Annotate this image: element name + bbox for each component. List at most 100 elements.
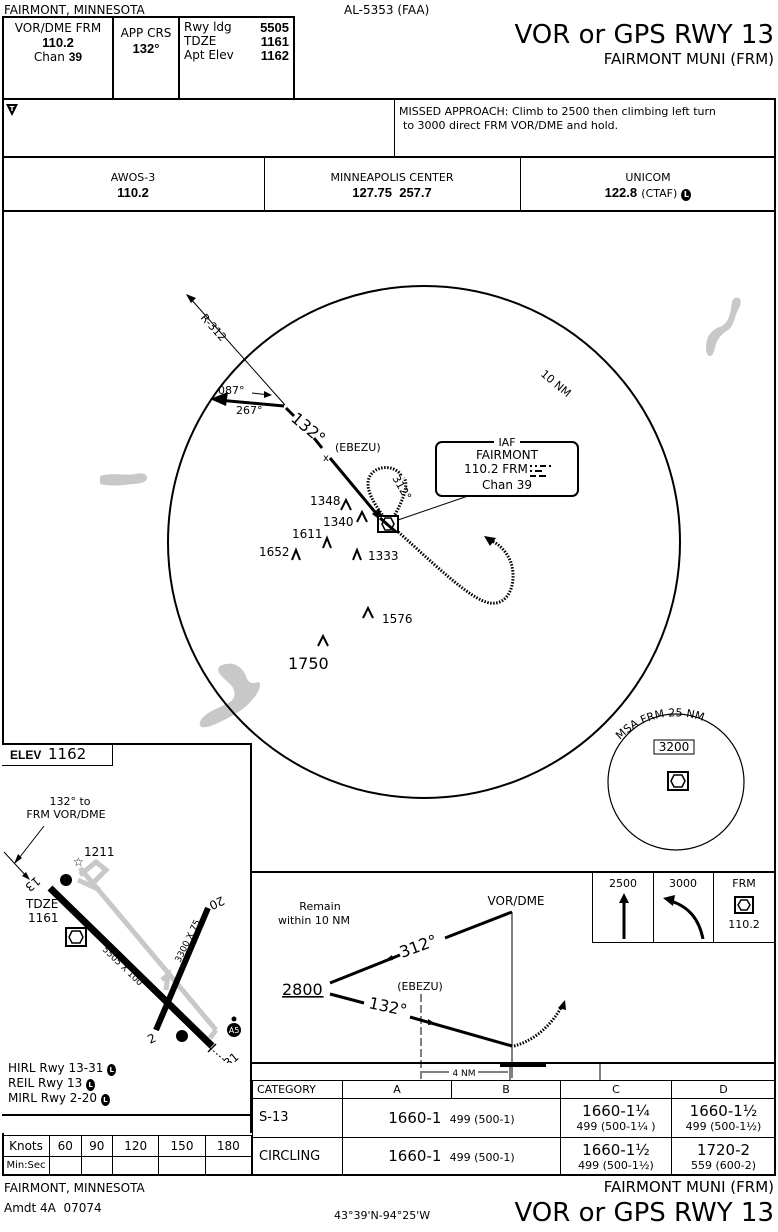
min-c-main: 1660-1¼ (582, 1102, 650, 1121)
min-d-cell: 1660-1½ 499 (500-1½) (671, 1098, 776, 1138)
time-cell (80, 1155, 114, 1176)
tdze-label: TDZE (184, 34, 217, 48)
elev-value: 1162 (48, 745, 87, 763)
obstacle-elev: 1652 (259, 545, 290, 559)
min-d-main: 1660-1½ (689, 1102, 758, 1121)
airport-vor-icon (65, 927, 87, 947)
footer-amendment: Amdt 4A 07074 (4, 1201, 102, 1215)
page-title: VOR or GPS RWY 13 (514, 20, 774, 50)
lighting-hirl: HIRL Rwy 13-31 L (8, 1062, 117, 1076)
pilot-controlled-lighting-icon: L (100, 1094, 110, 1106)
knots-label: Knots (2, 1135, 50, 1157)
course-note-2: FRM VOR/DME (26, 808, 105, 821)
remain-label-1: Remain (299, 900, 340, 913)
lighting-reil: REIL Rwy 13 L (8, 1077, 96, 1091)
hold-fix-freq: 110.2 (728, 918, 760, 931)
min-header-b: B (451, 1079, 561, 1100)
runway-profile (500, 1062, 546, 1067)
climb-altitude: 2500 (609, 877, 637, 890)
msa-circle (607, 713, 745, 851)
speed-120: 120 (112, 1135, 160, 1157)
procedure-id: AL-5353 (FAA) (344, 3, 430, 17)
min-ab-sub: 499 (500-1) (449, 1112, 515, 1126)
navaid-chan: Chan 39 (4, 51, 112, 63)
time-cell (158, 1155, 206, 1176)
left-turn-arrow-icon (663, 895, 705, 939)
min-ab-main: 1660-1 (388, 1147, 442, 1166)
footer-location: FAIRMONT, MINNESOTA (4, 1181, 145, 1195)
hold-fix-cell: FRM 110.2 (713, 871, 775, 942)
pilot-controlled-lighting-icon: L (681, 189, 692, 201)
comm-unicom-name: UNICOM (625, 171, 671, 184)
vor-dme-icon (377, 515, 399, 534)
outbound-course: 312° (397, 931, 440, 962)
turn-altitude: 3000 (669, 877, 697, 890)
missed-approach-icons: 2500 3000 FRM 110.2 (592, 871, 776, 943)
min-ab-main: 1660-1 (388, 1108, 442, 1127)
lake-east (706, 297, 741, 356)
comm-awos-name: AWOS-3 (110, 171, 156, 184)
obstacle-elev: 1611 (292, 527, 323, 541)
msa-altitude: 3200 (659, 740, 690, 754)
speed-90: 90 (80, 1135, 114, 1157)
rwy31-label: 31 (221, 1050, 242, 1063)
rwy20-label: 20 (207, 893, 227, 912)
min-header-a: A (342, 1079, 452, 1100)
comm-unicom: UNICOM 122.8 (CTAF) L (520, 156, 776, 210)
airport-diagram-drawing: 132° to FRM VOR/DME 13 31 2 20 5505 X 10… (3, 795, 242, 1063)
min-header-d: D (671, 1079, 776, 1100)
distance-label: 4 NM (452, 1069, 475, 1079)
runway-2-20 (153, 906, 211, 1032)
hold-fix-name: FRM (732, 877, 756, 890)
footer-airport: FAIRMONT MUNI (FRM) (603, 1178, 774, 1196)
missed-approach-text-2: to 3000 direct FRM VOR/DME and hold. (403, 119, 619, 132)
navaid-chan-value: 39 (68, 50, 83, 64)
apt-elev-label: Apt Elev (184, 48, 234, 62)
profile-view: Remain within 10 NM VOR/DME 312° 2800 13… (252, 894, 776, 1080)
footer-coords: 43°39'N-94°25'W (334, 1209, 431, 1222)
header-location: FAIRMONT, MINNESOTA (4, 3, 145, 17)
navaid-chan-label: Chan (33, 50, 65, 64)
min-c-cell: 1660-1½ 499 (500-1½) (560, 1136, 672, 1177)
min-header-c: C (560, 1079, 672, 1100)
lighting-mirl: MIRL Rwy 2-20 L (8, 1092, 110, 1106)
hold-course-label: 312° (389, 473, 414, 502)
holding-pattern (366, 466, 403, 523)
obstacle-star-icon: ☆ (73, 855, 84, 869)
min-row-label: CIRCLING (252, 1136, 343, 1177)
obstacle-elev: 1340 (323, 515, 354, 529)
speed-150: 150 (158, 1135, 206, 1157)
radial-label: R-312 (198, 311, 229, 344)
comm-center-freq: 127.75 257.7 (352, 185, 432, 200)
apt-elev-value: 1162 (260, 48, 289, 63)
missed-approach-text: MISSED APPROACH: Climb to 2500 then clim… (399, 105, 716, 118)
min-row-label: S-13 (252, 1098, 343, 1138)
svg-text:A5: A5 (229, 1026, 240, 1035)
min-c-cell: 1660-1¼ 499 (500-1¼ ) (560, 1098, 672, 1138)
ring-label: 10 NM (538, 367, 573, 400)
comm-awos: AWOS-3 110.2 (2, 156, 265, 210)
morse-code-icon (530, 465, 551, 477)
course-note-1: 132° to (49, 795, 90, 808)
min-header-category: CATEGORY (252, 1079, 343, 1100)
obstacle-icon (291, 497, 374, 647)
svg-text:T: T (10, 105, 15, 113)
comm-awos-freq: 110.2 (117, 185, 149, 200)
min-d-sub: 559 (600-2) (690, 1158, 757, 1172)
fix-ebezu-label: (EBEZU) (335, 441, 381, 454)
comm-unicom-freq-line: 122.8 (CTAF) L (520, 186, 776, 201)
footer-title: VOR or GPS RWY 13 (514, 1198, 774, 1228)
runway-light-icon (176, 1030, 188, 1042)
obstacle-elev: 1333 (368, 549, 399, 563)
time-cell (49, 1155, 82, 1176)
lake-west (100, 473, 147, 486)
profile-missed-path (513, 1005, 564, 1048)
app-crs-label: APP CRS (120, 26, 172, 40)
min-ab-cell: 1660-1 499 (500-1) (342, 1136, 561, 1177)
msa-label: MSA FRM 25 NM (613, 706, 706, 742)
iaf-name: FAIRMONT (476, 448, 539, 462)
profile-fix-ebezu: (EBEZU) (397, 980, 443, 993)
app-crs-box: APP CRS 132° (112, 16, 180, 100)
elev-box: ELEV 1162 (2, 745, 113, 766)
hold-vor-icon (734, 896, 754, 914)
